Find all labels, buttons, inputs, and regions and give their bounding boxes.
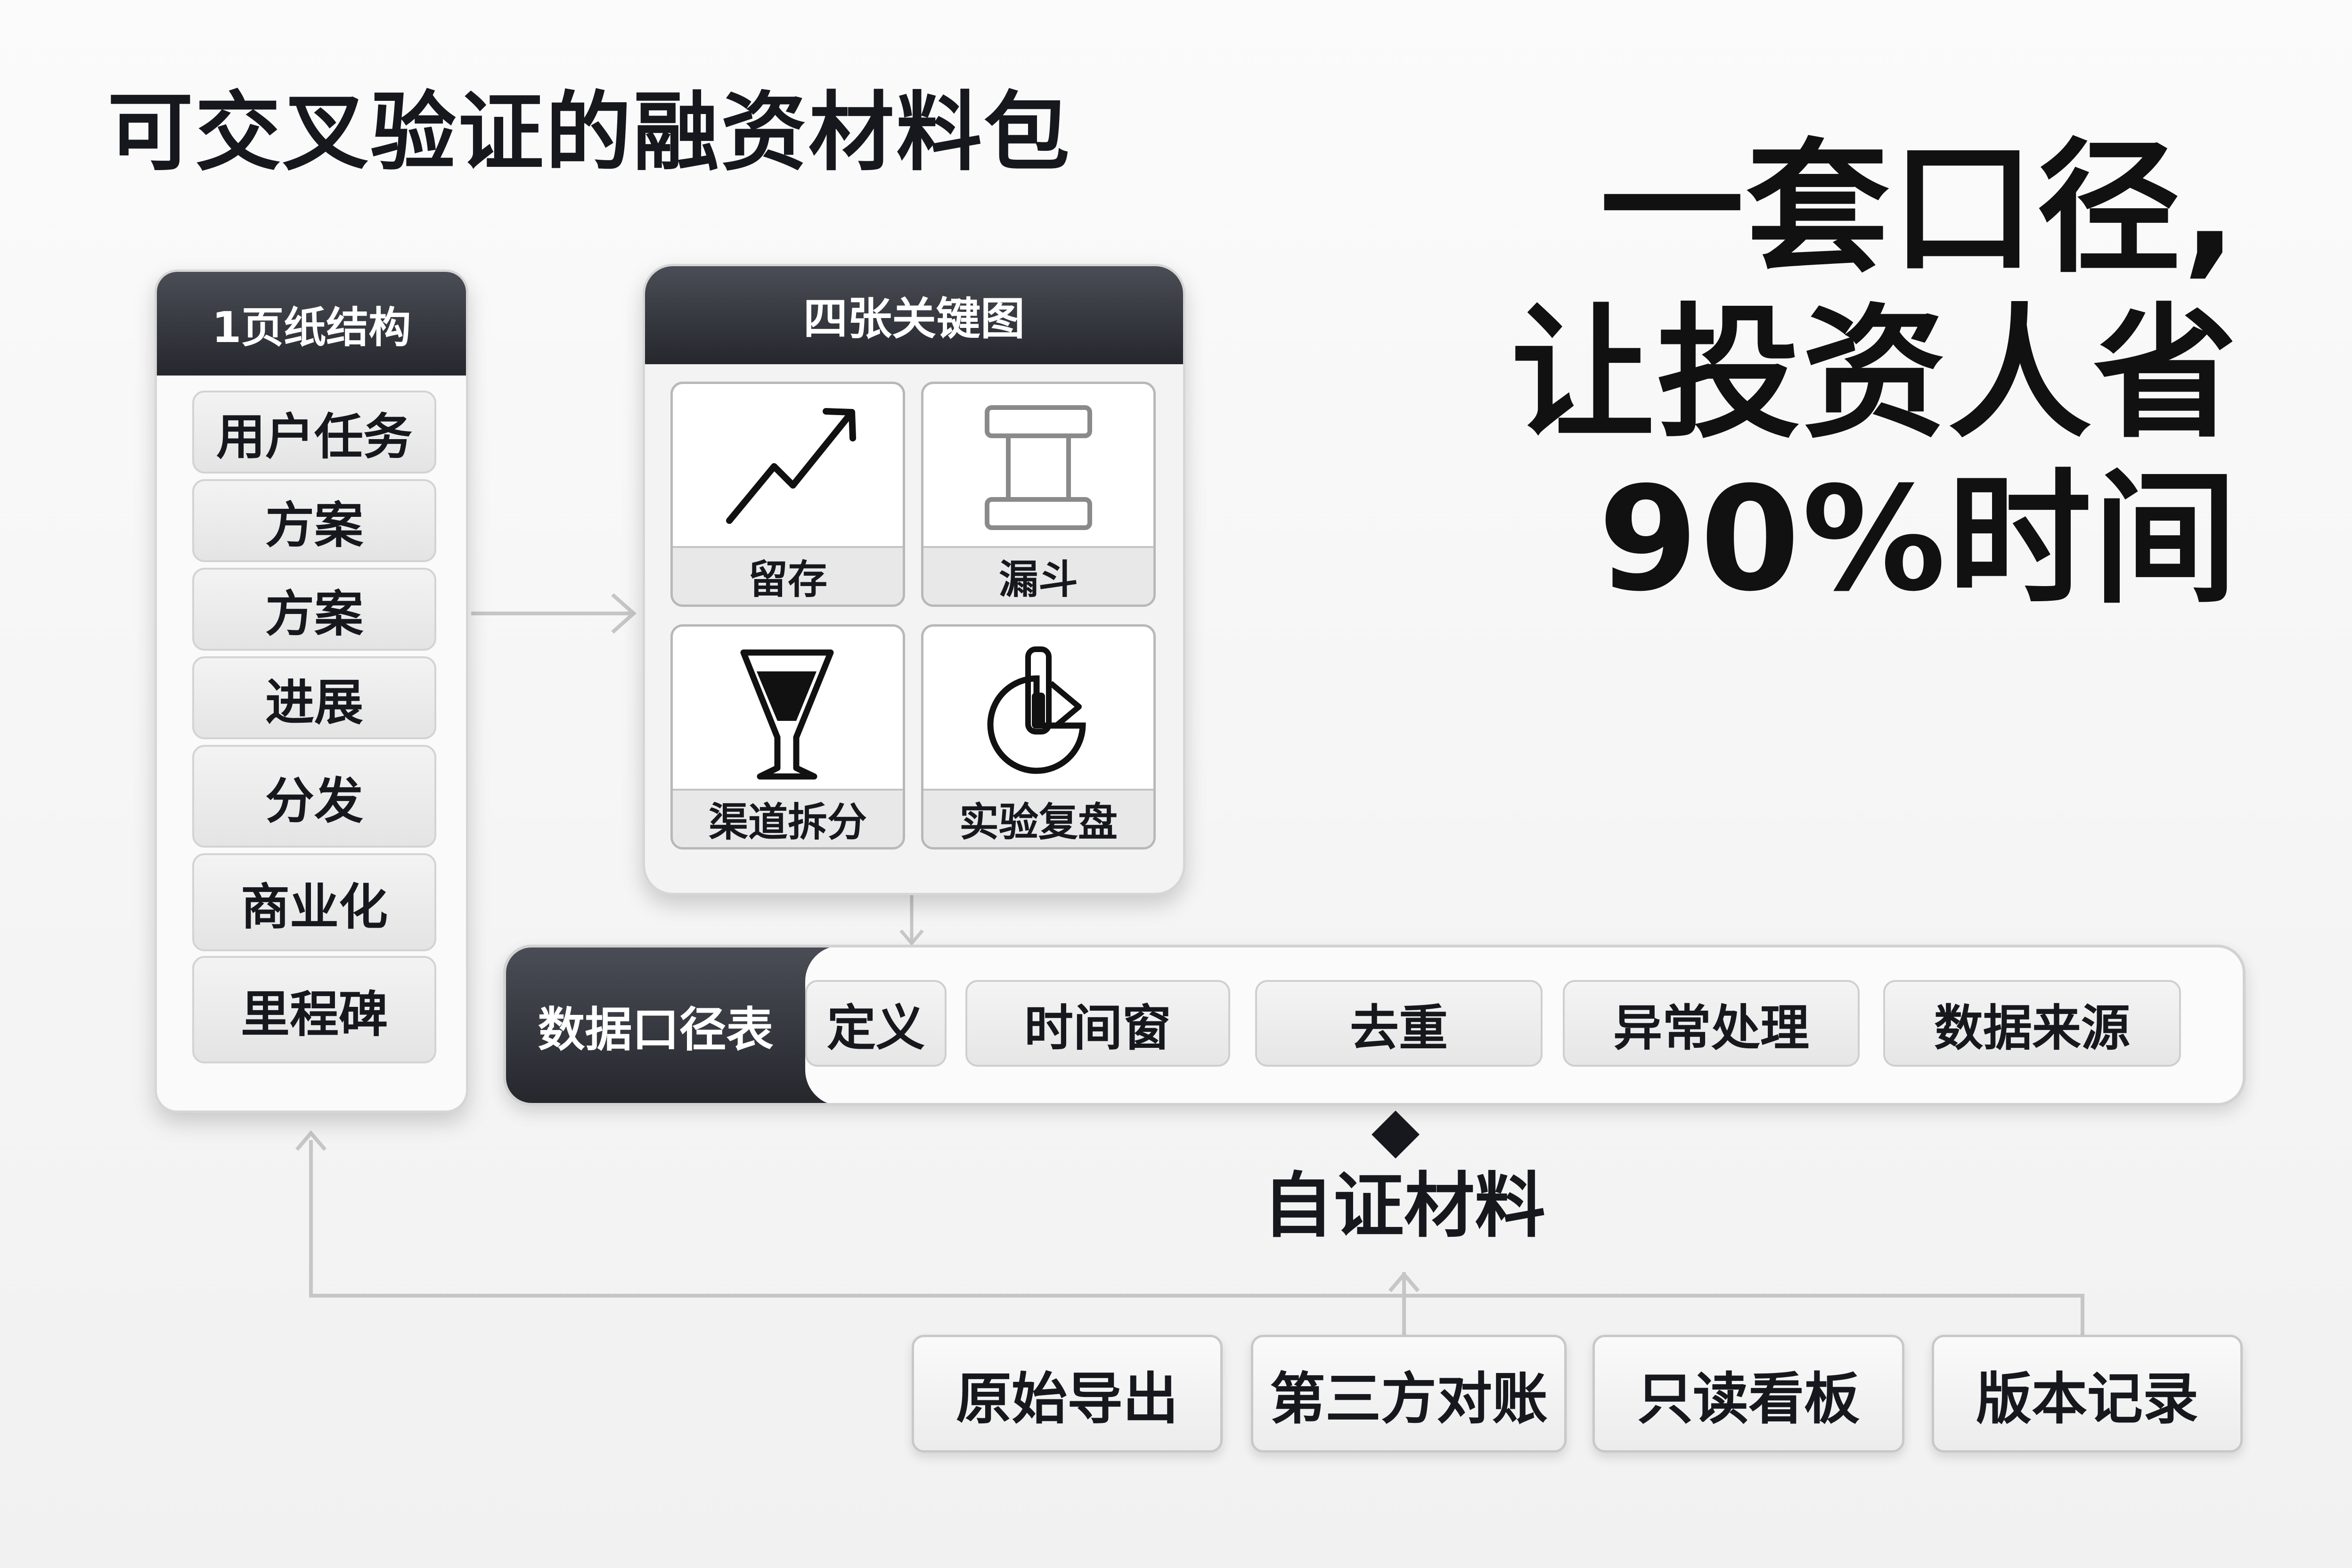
self-proof-item: 只读看板 [1592,1335,1904,1453]
arrow-up-icon [295,1130,327,1151]
chart-tile-label: 留存 [673,546,903,604]
self-proof-label: 自证材料 [1262,1165,1545,1247]
dictionary-chip: 数据来源 [1883,980,2181,1067]
chart-tile-funnel: 漏斗 [921,382,1156,607]
pie-test-tube-icon [987,646,1086,774]
arrow-right-icon [611,593,637,634]
connector-feedback-loop [309,1140,2084,1335]
frame-icon [985,405,1092,530]
one-pager-header: 1页纸结构 [157,272,466,376]
one-pager-item: 里程碑 [192,956,436,1063]
chart-tile-label: 实验复盘 [923,789,1153,847]
self-proof-item: 原始导出 [912,1335,1223,1453]
chart-tile-label: 渠道拆分 [673,789,903,847]
one-pager-item: 商业化 [192,853,436,951]
trend-line-icon [726,408,856,524]
key-charts-header: 四张关键图 [645,266,1183,364]
headline-line-2: 让投资人省 [1511,290,2239,457]
data-dictionary-header: 数据口径表 [506,947,859,1103]
headline: 一套口径, 让投资人省 90%时间 [1511,126,2239,622]
chart-tile-label: 漏斗 [923,546,1153,604]
dictionary-chip: 去重 [1255,980,1543,1067]
dictionary-chip: 定义 [805,980,947,1067]
dictionary-chip: 时间窗 [965,980,1230,1067]
arrow-down-icon [899,929,924,946]
slide-title: 可交叉验证的融资材料包 [107,82,1071,182]
headline-line-1: 一套口径, [1600,125,2239,292]
one-pager-item: 方案 [192,479,436,562]
headline-line-3: 90%时间 [1598,455,2239,623]
key-charts-panel: 四张关键图 留存 漏斗 渠道拆分 实验复盘 [643,264,1185,895]
self-proof-item: 版本记录 [1932,1335,2243,1453]
chart-tile-retention: 留存 [670,382,905,607]
chart-tile-channel-split: 渠道拆分 [670,624,905,849]
cocktail-glass-icon [740,649,834,780]
data-dictionary-body: 定义 时间窗 去重 异常处理 数据来源 [805,947,2243,1103]
one-pager-item: 分发 [192,745,436,848]
data-dictionary-bar: 数据口径表 定义 时间窗 去重 异常处理 数据来源 [503,945,2246,1106]
arrow-up-small-icon [1388,1271,1420,1292]
one-pager-item: 用户任务 [192,391,436,474]
chart-tile-experiment-review: 实验复盘 [921,624,1156,849]
dictionary-chip: 异常处理 [1563,980,1860,1067]
one-pager-item: 进展 [192,656,436,739]
self-proof-item: 第三方对账 [1251,1335,1567,1453]
one-pager-item: 方案 [192,568,436,651]
one-pager-panel: 1页纸结构 用户任务 方案 方案 进展 分发 商业化 里程碑 [155,270,468,1113]
